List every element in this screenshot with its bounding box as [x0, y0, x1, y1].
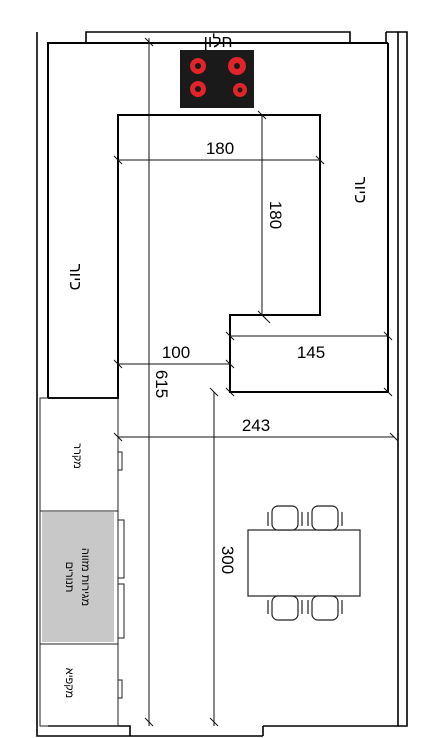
sink-left-label: כיור — [66, 264, 85, 291]
dining-table-icon — [247, 505, 361, 621]
room-walls — [36, 31, 408, 737]
dim-dining-depth: 300 — [218, 546, 237, 574]
counter-outline — [47, 42, 389, 399]
dim-counter-right: 145 — [297, 343, 325, 362]
pantry-drawers-label: מגירות מזווה — [79, 548, 91, 606]
ovens-label: תנורים — [63, 562, 75, 593]
dim-total-length: 615 — [152, 370, 171, 398]
freezer-label: מקפיא — [63, 668, 75, 698]
appliance-column — [39, 397, 125, 727]
window-label: חלון — [203, 32, 232, 51]
dimension-lines — [113, 37, 399, 727]
dim-aisle: 100 — [162, 343, 190, 362]
sink-right-label: כיור — [351, 177, 370, 204]
dim-island-depth: 180 — [266, 201, 285, 229]
fridge-label: מקרר — [71, 443, 83, 469]
dim-island-width: 180 — [206, 139, 234, 158]
cooktop-icon — [180, 50, 254, 108]
ovens-pantry-unit — [42, 512, 114, 642]
dim-room-width: 243 — [242, 416, 270, 435]
